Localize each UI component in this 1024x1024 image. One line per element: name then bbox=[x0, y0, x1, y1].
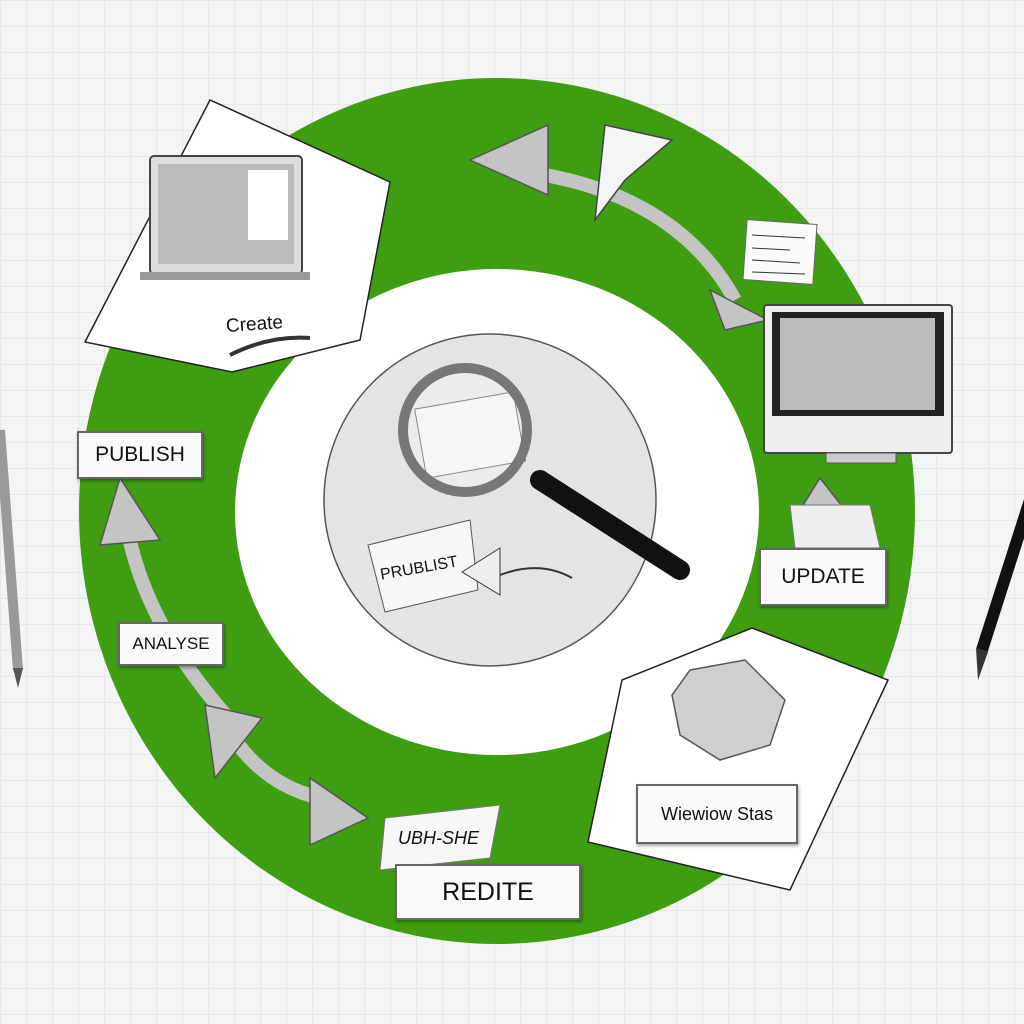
center-arrow-icon bbox=[461, 547, 501, 596]
paper-plane-icon bbox=[593, 124, 674, 223]
pen-icon bbox=[976, 499, 1024, 680]
ubhshe-label: UBH-SHE bbox=[398, 828, 480, 848]
crumpled-paper-icon bbox=[671, 659, 786, 761]
center-curve-arrow bbox=[499, 567, 573, 579]
update-label[interactable]: UPDATE bbox=[759, 548, 887, 606]
publish-label[interactable]: PUBLISH bbox=[77, 431, 203, 479]
cycle-arrows bbox=[98, 123, 847, 847]
pen-stroke bbox=[229, 335, 311, 357]
monitor-icon bbox=[763, 304, 953, 464]
view-stats-label[interactable]: Wiewiow Stas bbox=[636, 784, 798, 844]
ribbon-center bbox=[367, 519, 479, 613]
pencil-icon bbox=[0, 429, 23, 688]
ribbon-ubhshe bbox=[379, 804, 501, 871]
redite-label[interactable]: REDITE bbox=[395, 864, 581, 920]
analyse-label[interactable]: ANALYSE bbox=[118, 622, 224, 666]
magnifying-glass-icon bbox=[398, 363, 690, 580]
laptop-icon bbox=[140, 155, 310, 280]
note-icon bbox=[742, 219, 818, 285]
ribbon-under-update bbox=[789, 504, 881, 549]
create-label: Create bbox=[225, 312, 284, 337]
